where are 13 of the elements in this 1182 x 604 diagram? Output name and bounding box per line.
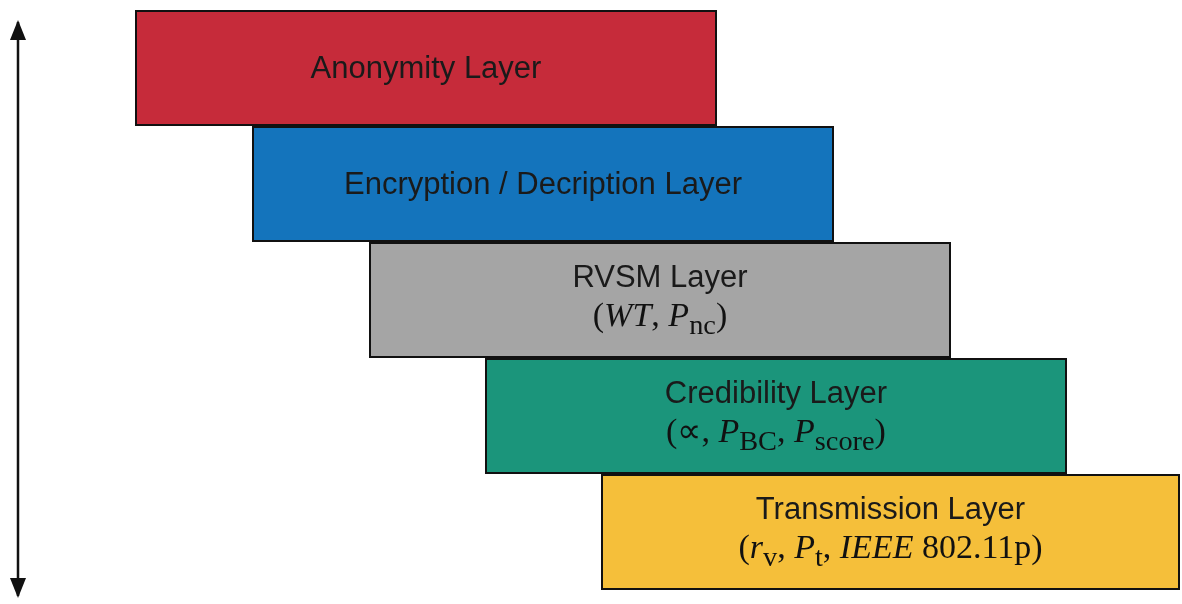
layer-title: Anonymity Layer	[310, 50, 542, 86]
parameter-formula: (r$_{v}$, P$_{t}$, IEEE 802.11p)	[738, 526, 1043, 573]
layer-box	[252, 126, 834, 242]
layer-title: Transmission Layer	[755, 491, 1026, 527]
layer-box	[485, 358, 1067, 474]
layer-title: RVSM Layer	[572, 259, 748, 295]
layer-box	[135, 10, 717, 126]
parameter-formula: (∝, P$_{BC}$, P$_{score}$)	[666, 410, 886, 457]
layer-title: Encryption / Decription Layer	[344, 166, 742, 202]
layer-title: Credibility Layer	[664, 375, 888, 411]
parameter-formula: (WT, P$_{nc}$)	[592, 294, 728, 341]
layer-box	[369, 242, 951, 358]
layer-box	[601, 474, 1180, 590]
